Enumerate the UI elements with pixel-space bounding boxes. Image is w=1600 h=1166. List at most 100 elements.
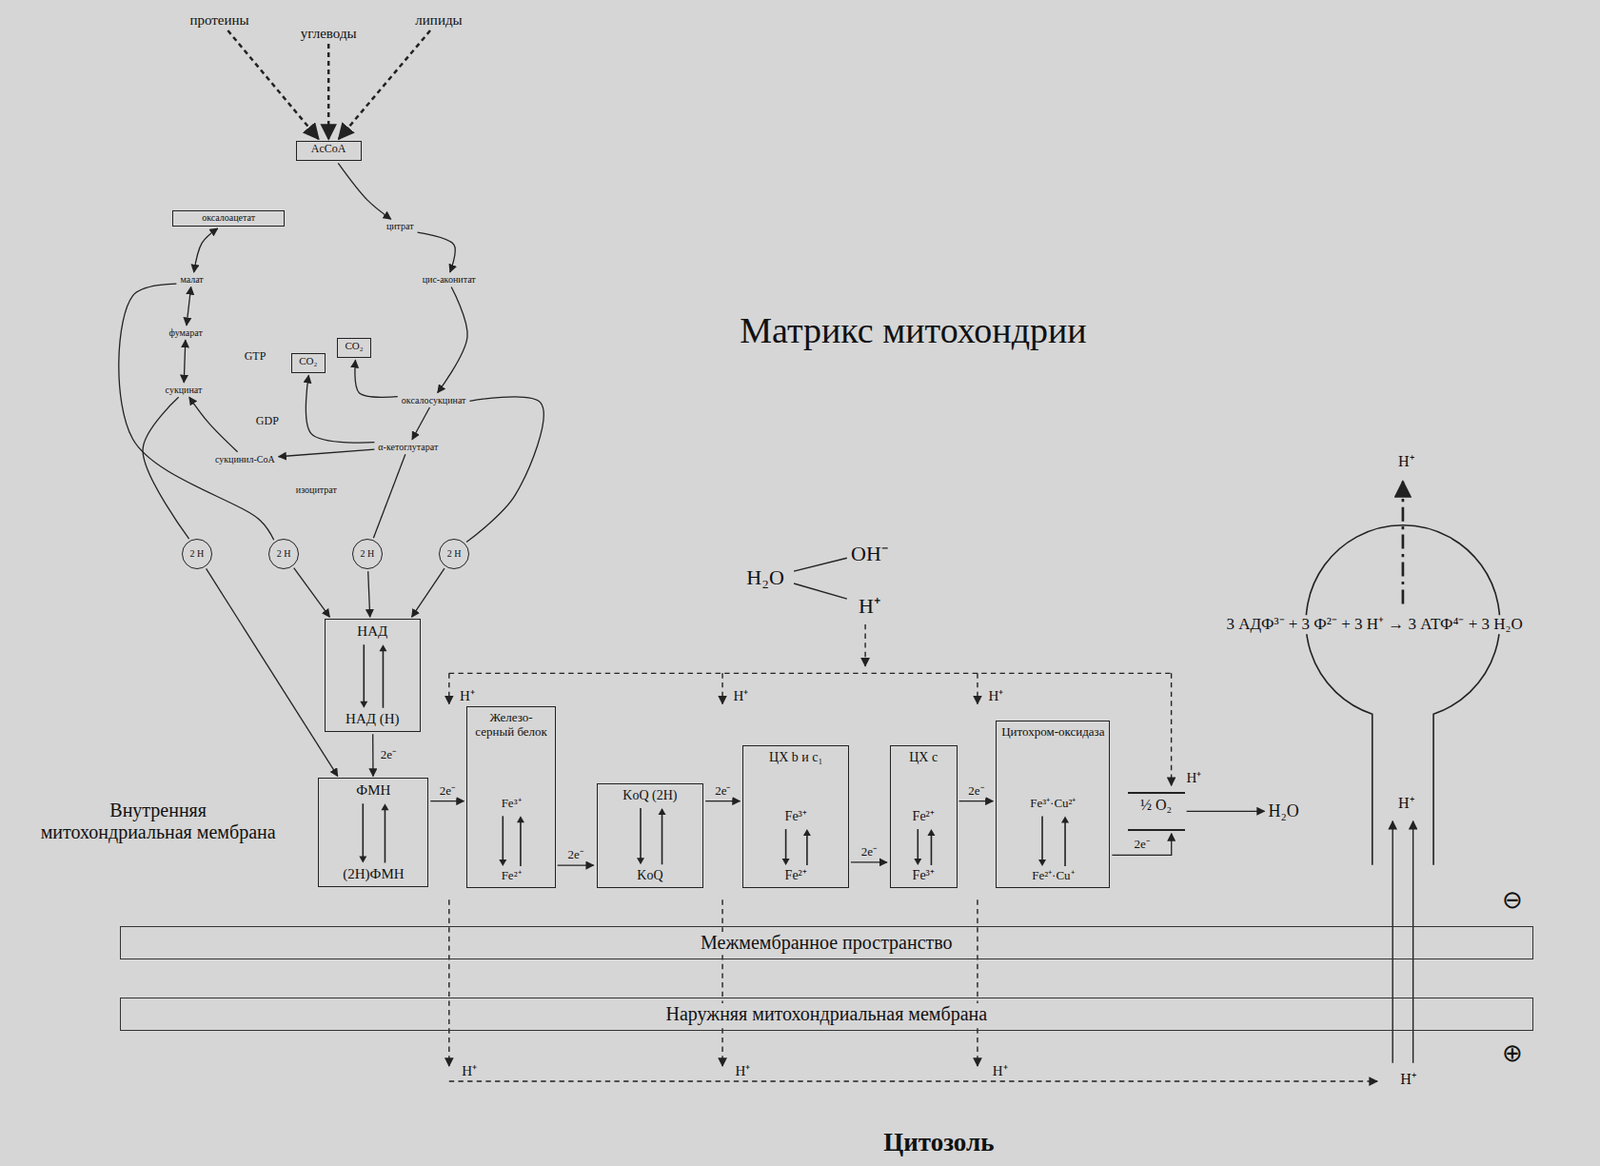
connector bbox=[372, 733, 375, 776]
node-text: Межмембранное пространство bbox=[696, 931, 957, 954]
node-text: Железо-серный белок bbox=[470, 711, 552, 740]
annotation: H⁺ bbox=[733, 1063, 753, 1080]
membrane-band: Межмембранное пространство bbox=[119, 926, 1534, 960]
annotation: GDP bbox=[254, 414, 281, 429]
connector bbox=[959, 800, 994, 802]
hydrogen-pair-circle: 2 H bbox=[268, 538, 299, 570]
node-text: углеводы bbox=[300, 25, 357, 42]
annotation: H⁺ bbox=[457, 689, 477, 706]
edge-label: 2e⁻ bbox=[1131, 837, 1151, 852]
proton-path bbox=[1170, 672, 1172, 786]
connector bbox=[355, 359, 398, 397]
node-text: Наружняя митохондриальная мембрана bbox=[662, 1003, 992, 1026]
node-text: Fe³⁺ bbox=[893, 868, 954, 884]
annotation: 3 АДФ³⁻ + 3 Ф²⁻ + 3 H⁺ → 3 АТФ⁴⁻ + 3 H₂O bbox=[1224, 614, 1524, 634]
node-text: CO₂ bbox=[341, 339, 367, 353]
node-text: протеины bbox=[189, 12, 249, 29]
annotation: H⁺ bbox=[1398, 1070, 1419, 1088]
node-text: Fe²⁺ bbox=[746, 868, 845, 884]
annotation: H₂O bbox=[744, 565, 786, 590]
annotation: GTP bbox=[242, 350, 269, 364]
node-text: Fe³⁺ bbox=[470, 796, 552, 811]
compound-box: CO₂ bbox=[291, 353, 326, 374]
metabolite-label: α-кетоглутарат bbox=[375, 441, 440, 454]
proton-path bbox=[721, 672, 723, 704]
node-text: 2 H bbox=[190, 548, 205, 560]
proton-flow-arrow bbox=[1402, 481, 1405, 605]
node-text: липиды bbox=[414, 12, 462, 29]
carrier-box: ФМН(2H)ФМН bbox=[317, 777, 429, 888]
annotation: H⁺ bbox=[1396, 794, 1417, 812]
annotation: H⁺ bbox=[1184, 770, 1204, 787]
region-label: Внутренняя митохондриальная мембрана bbox=[37, 799, 279, 844]
hydrogen-pair-circle: 2 H bbox=[438, 538, 470, 570]
node-text: фумарат bbox=[168, 327, 202, 339]
connector bbox=[412, 568, 445, 617]
annotation: H⁺ bbox=[730, 689, 751, 706]
oxygen-acceptor: ½ O₂ bbox=[1127, 791, 1186, 831]
compound-box: CO₂ bbox=[336, 337, 372, 358]
connector bbox=[850, 861, 888, 863]
region-label: Матрикс митохондрии bbox=[737, 311, 1088, 354]
proton-path bbox=[721, 899, 723, 1067]
carrier-box: KoQ (2H)KoQ bbox=[596, 783, 705, 888]
edge-label: 2e⁻ bbox=[859, 844, 879, 859]
node-text: (2H)ФМН bbox=[321, 866, 425, 883]
edge-label: 2e⁻ bbox=[437, 783, 457, 798]
connector bbox=[412, 407, 430, 440]
water-split-line bbox=[793, 557, 848, 572]
compound-box: AcCoA bbox=[296, 140, 362, 161]
hydrogen-pair-circle: 2 H bbox=[181, 538, 213, 570]
node-text: ЦХ c bbox=[893, 750, 954, 766]
node-text: Fe²⁺·Cu⁺ bbox=[999, 869, 1107, 884]
membrane-band: Наружняя митохондриальная мембрана bbox=[119, 997, 1534, 1031]
connector bbox=[337, 162, 391, 219]
proton-path bbox=[976, 672, 978, 704]
connector bbox=[466, 396, 544, 543]
annotation: H⁺ bbox=[459, 1063, 479, 1080]
proton-flow-arrow bbox=[1391, 821, 1393, 1064]
compound-box: оксалоацетат bbox=[172, 210, 285, 227]
connector bbox=[430, 800, 464, 802]
node-text: Fe³⁺ bbox=[746, 809, 845, 825]
proton-path bbox=[976, 899, 978, 1067]
node-text: сукцинил-CoA bbox=[215, 454, 276, 466]
annotation: H⁺ bbox=[856, 593, 883, 618]
node-text: α-кетоглутарат bbox=[377, 441, 438, 454]
connector bbox=[206, 568, 338, 776]
connector bbox=[1111, 833, 1171, 856]
connector bbox=[327, 43, 331, 139]
carrier-box: ЦХ b и c₁Fe³⁺Fe²⁺ bbox=[742, 745, 849, 889]
annotation: H⁺ bbox=[986, 689, 1006, 706]
annotation: H⁺ bbox=[990, 1063, 1010, 1080]
connector bbox=[194, 228, 218, 273]
metabolite-label: протеины bbox=[187, 12, 251, 29]
metabolite-label: углеводы bbox=[298, 25, 359, 42]
node-text: оксалоацетат bbox=[177, 212, 280, 224]
connector bbox=[142, 396, 190, 539]
node-text: сукцинат bbox=[165, 384, 203, 396]
connector bbox=[557, 864, 594, 866]
node-text: цис-аконитат bbox=[422, 274, 476, 286]
metabolite-label: липиды bbox=[413, 12, 464, 29]
proton-path bbox=[864, 624, 866, 667]
connector bbox=[278, 449, 376, 457]
metabolite-label: малат bbox=[177, 274, 205, 286]
connector bbox=[189, 396, 238, 452]
connector bbox=[294, 568, 331, 617]
connector bbox=[437, 286, 468, 393]
node-text: ½ O₂ bbox=[1131, 796, 1182, 814]
connector bbox=[183, 339, 186, 383]
node-text: Fe²⁺ bbox=[470, 869, 552, 884]
node-text: 2 H bbox=[447, 548, 462, 560]
proton-path bbox=[449, 1080, 1378, 1082]
node-text: AcCoA bbox=[300, 142, 357, 157]
connector bbox=[368, 571, 371, 617]
edge-label: 2e⁻ bbox=[966, 783, 986, 798]
annotation: изоцитрат bbox=[294, 484, 339, 496]
node-text: НАД (H) bbox=[328, 711, 417, 728]
connector bbox=[338, 30, 431, 139]
carrier-box: Железо-серный белокFe³⁺ Fe²⁺ bbox=[466, 706, 555, 889]
